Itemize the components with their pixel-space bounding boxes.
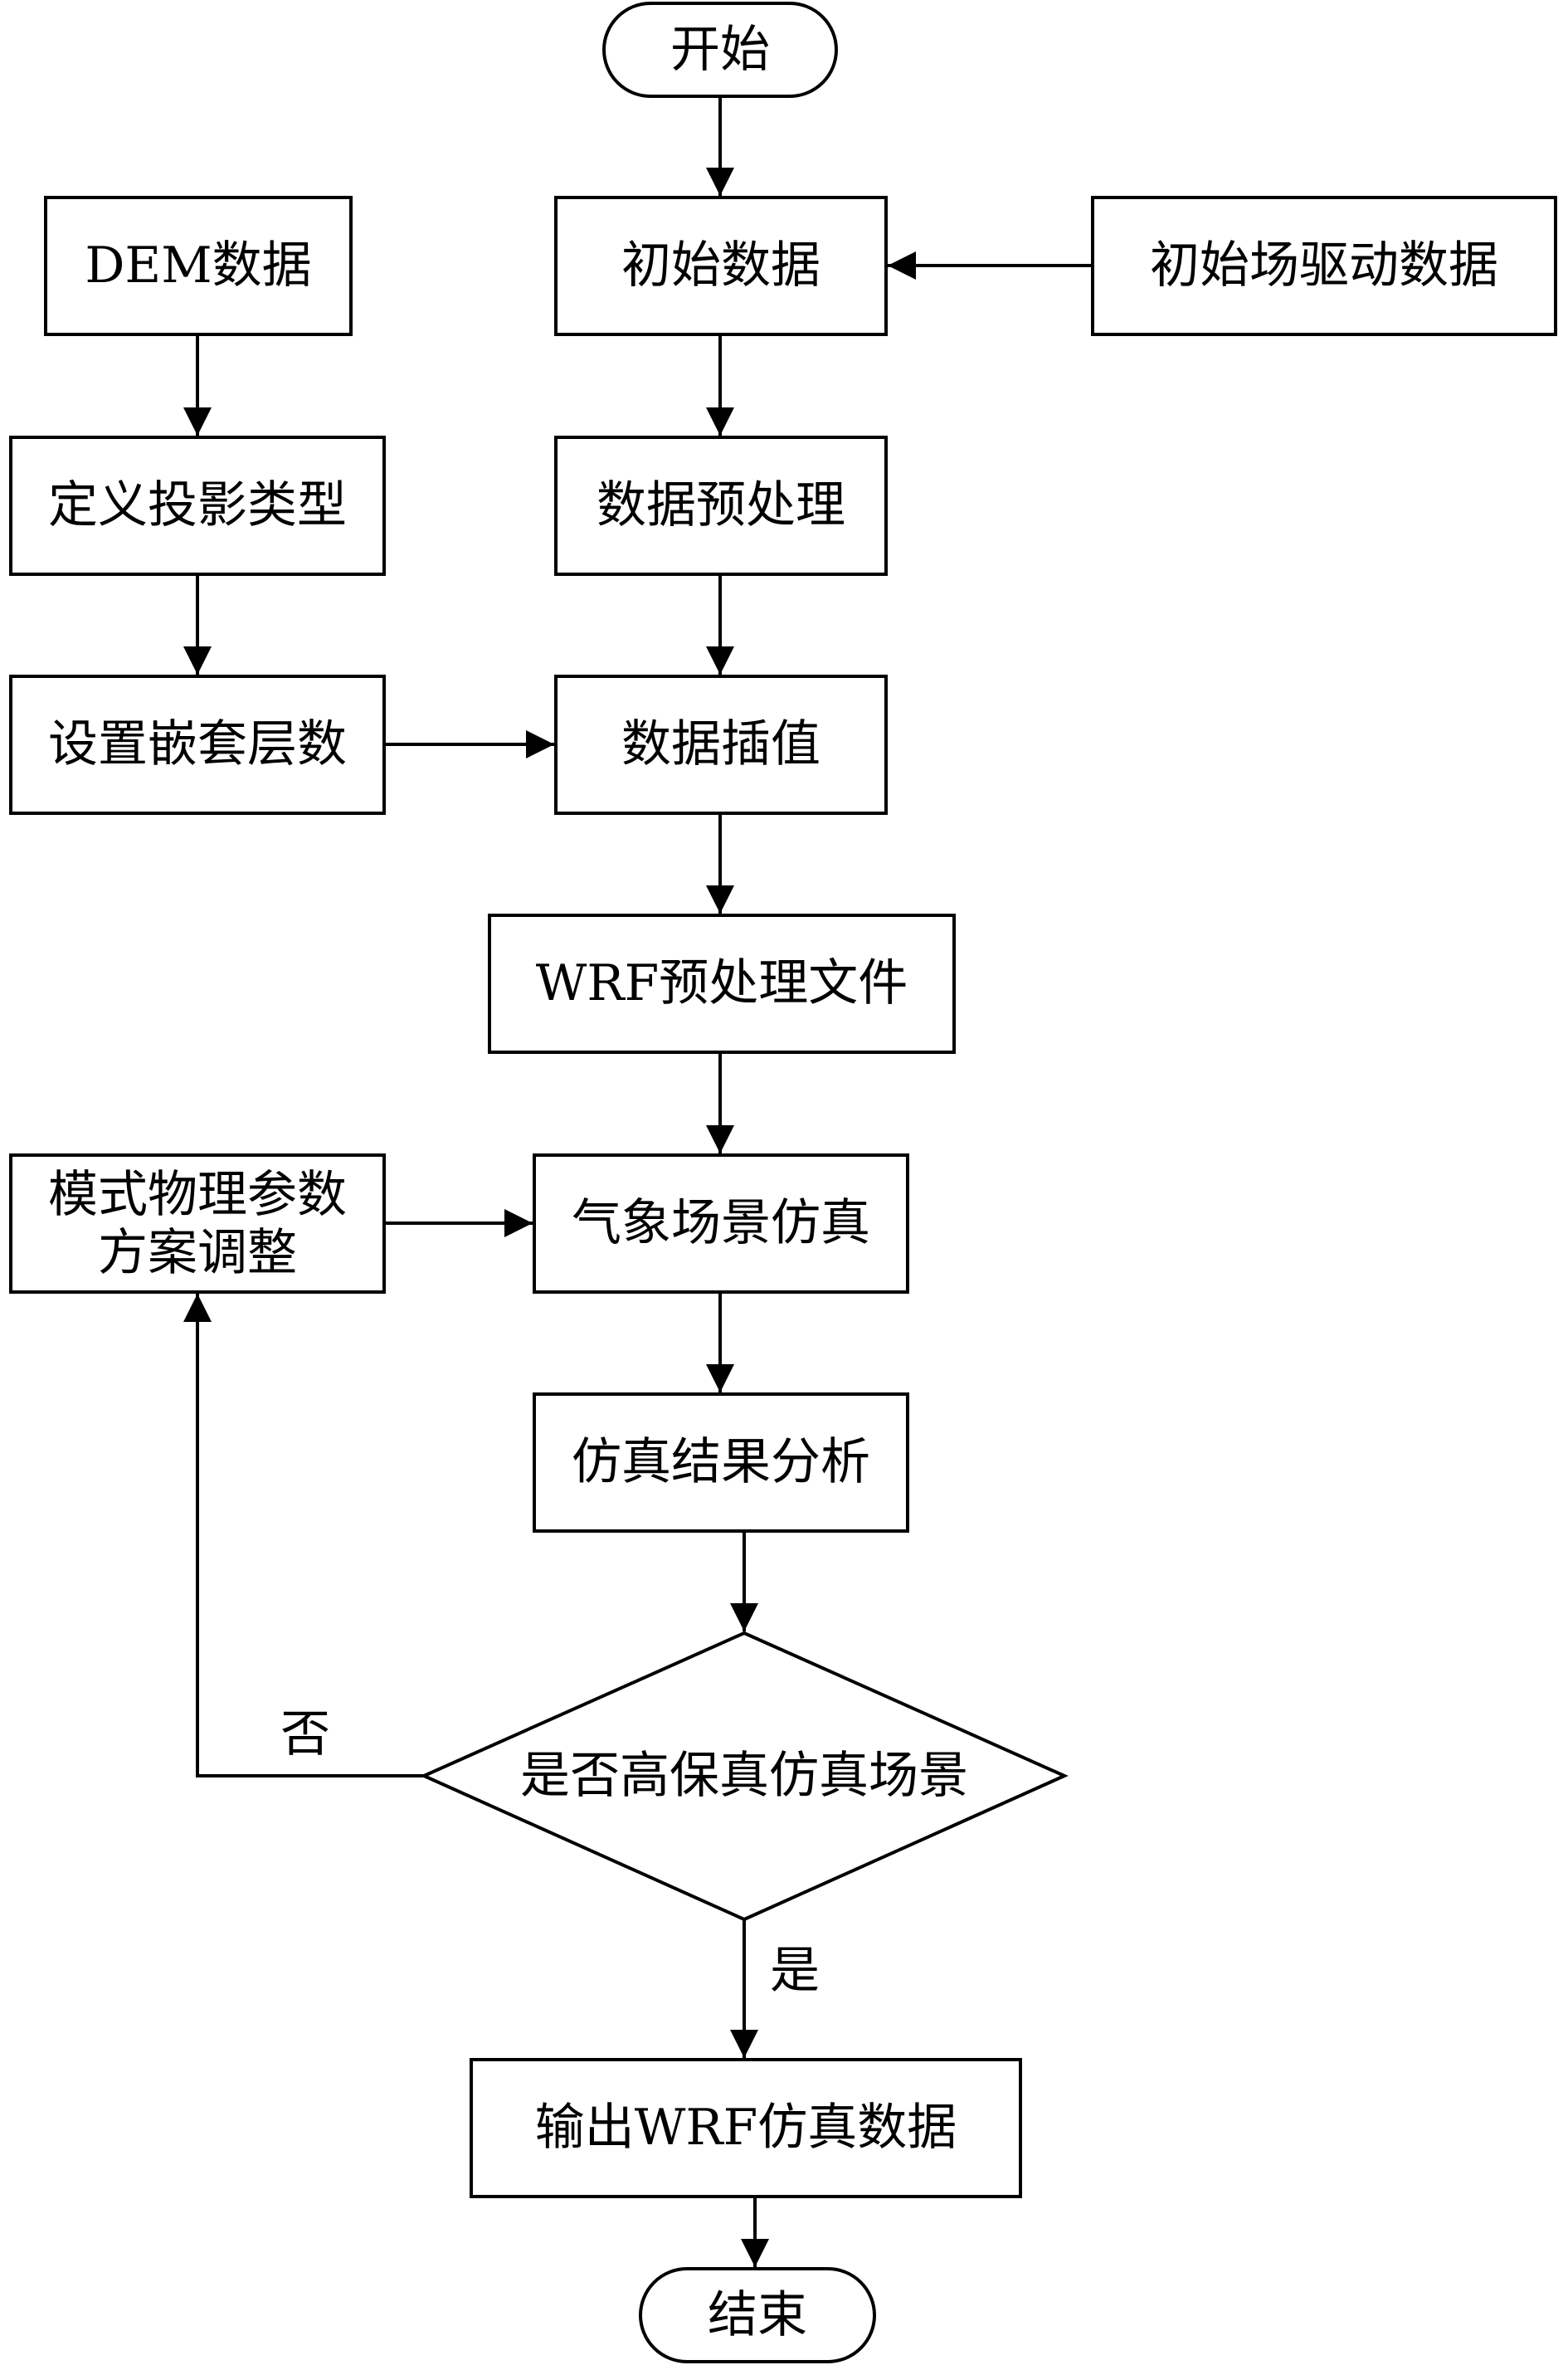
projection-label: 定义投影类型 [48, 476, 347, 534]
nesting-label: 设置嵌套层数 [48, 715, 347, 773]
sim-label: 气象场景仿真 [572, 1194, 870, 1252]
start-label: 开始 [670, 21, 770, 79]
edge-decision-no [183, 1294, 424, 1777]
analysis-label: 仿真结果分析 [572, 1433, 870, 1491]
output-label: 输出WRF仿真数据 [535, 2099, 957, 2157]
dem-label: DEM数据 [85, 236, 311, 295]
wrf-pre-label: WRF预处理文件 [536, 954, 908, 1012]
interp-label: 数据插值 [621, 715, 821, 773]
decision-label: 是否高保真仿真场景 [520, 1747, 968, 1805]
edge-label-no: 否 [280, 1705, 330, 1763]
edge-label-yes: 是 [770, 1942, 820, 2000]
analysis-box [533, 1392, 909, 1533]
physics-label-line1: 模式物理参数 [48, 1166, 347, 1224]
end-label: 结束 [708, 2286, 807, 2344]
init-data-label: 初始数据 [621, 236, 821, 295]
preprocess-label: 数据预处理 [597, 476, 845, 534]
output-box [470, 2058, 1022, 2198]
end-node [639, 2267, 876, 2363]
physics-label-line2: 方案调整 [98, 1224, 297, 1282]
init-field-label: 初始场驱动数据 [1150, 236, 1498, 295]
